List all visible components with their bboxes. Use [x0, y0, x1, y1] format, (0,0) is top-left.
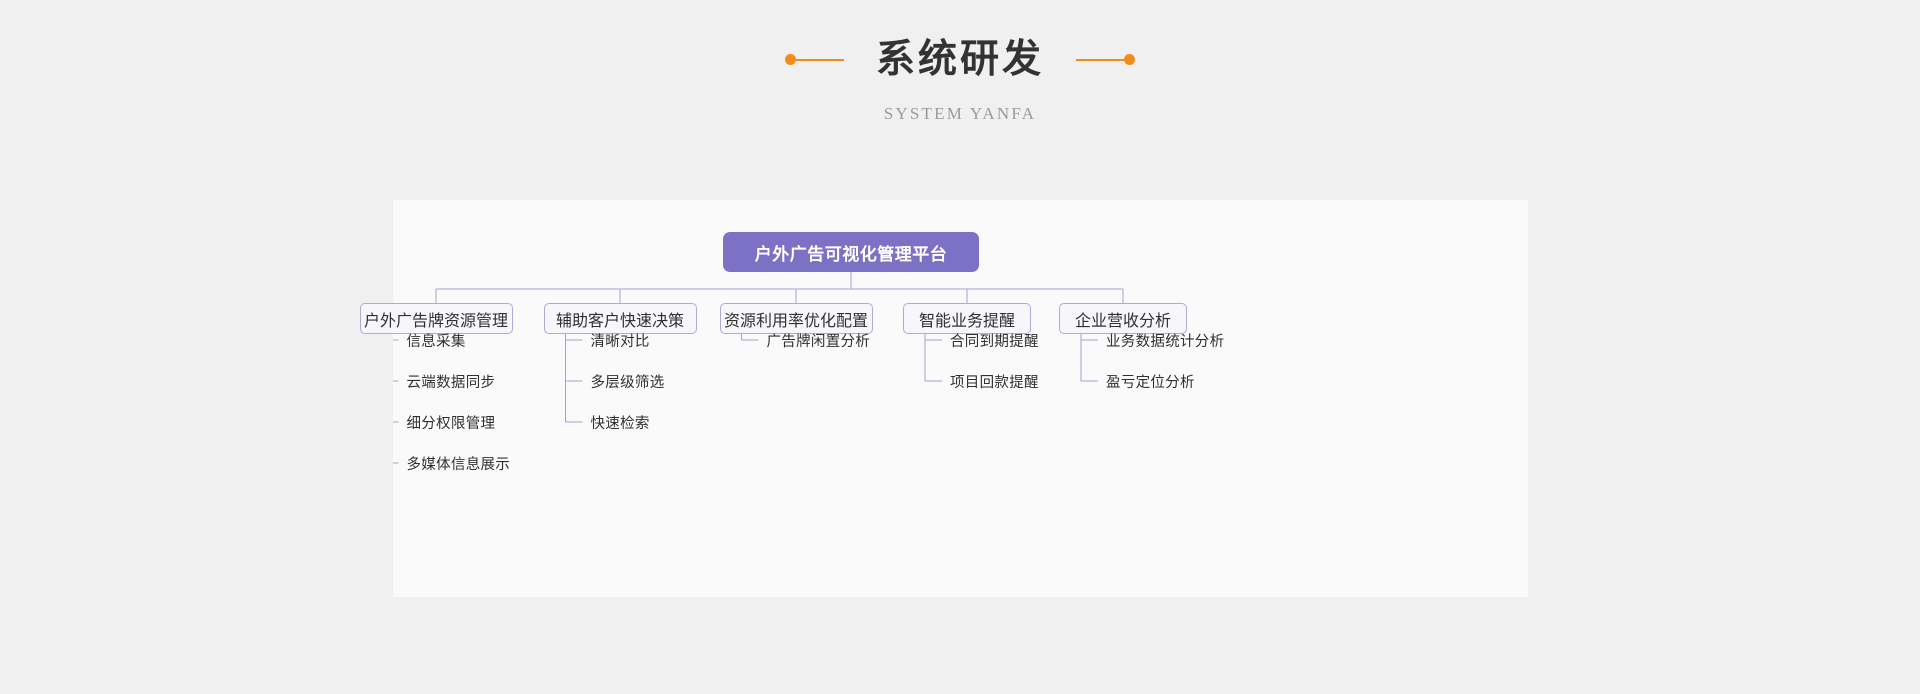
decoration-line-icon	[795, 58, 844, 61]
page-header: 系统研发 SYSTEM YANFA	[0, 0, 1920, 160]
page-subtitle: SYSTEM YANFA	[883, 104, 1037, 123]
title-row: 系统研发	[784, 38, 1136, 81]
leaf-node[interactable]: 合同到期提醒	[950, 334, 1039, 350]
leaf-node[interactable]: 清晰对比	[590, 334, 650, 350]
leaf-node[interactable]: 盈亏定位分析	[1106, 375, 1195, 391]
decoration-dot-icon	[1124, 54, 1136, 65]
leaf-node[interactable]: 多媒体信息展示	[406, 457, 511, 473]
org-chart: 户外广告可视化管理平台 户外广告牌资源管理辅助客户快速决策资源利用率优化配置智能…	[359, 200, 1528, 597]
root-node[interactable]: 户外广告可视化管理平台	[723, 232, 979, 272]
decoration-line-icon	[1076, 58, 1125, 61]
leaf-node[interactable]: 细分权限管理	[406, 416, 496, 432]
decoration-dot-icon	[784, 54, 796, 65]
leaf-node[interactable]: 信息采集	[406, 334, 466, 350]
title-decoration-left	[784, 54, 844, 65]
leaf-node[interactable]: 多层级筛选	[590, 375, 665, 391]
branch-node[interactable]: 企业营收分析	[1059, 303, 1187, 334]
branch-node[interactable]: 资源利用率优化配置	[719, 303, 873, 334]
title-decoration-right	[1076, 54, 1136, 65]
leaf-node[interactable]: 项目回款提醒	[950, 375, 1039, 391]
leaf-node[interactable]: 快速检索	[590, 416, 650, 432]
leaf-node[interactable]: 业务数据统计分析	[1106, 334, 1225, 350]
leaf-node[interactable]: 云端数据同步	[406, 375, 496, 391]
branch-node[interactable]: 智能业务提醒	[903, 303, 1031, 334]
diagram-panel: 户外广告可视化管理平台 户外广告牌资源管理辅助客户快速决策资源利用率优化配置智能…	[359, 200, 1528, 597]
leaf-node[interactable]: 广告牌闲置分析	[766, 334, 871, 350]
branch-node[interactable]: 户外广告牌资源管理	[359, 303, 513, 334]
page-title: 系统研发	[875, 38, 1045, 81]
branch-node[interactable]: 辅助客户快速决策	[543, 303, 697, 334]
